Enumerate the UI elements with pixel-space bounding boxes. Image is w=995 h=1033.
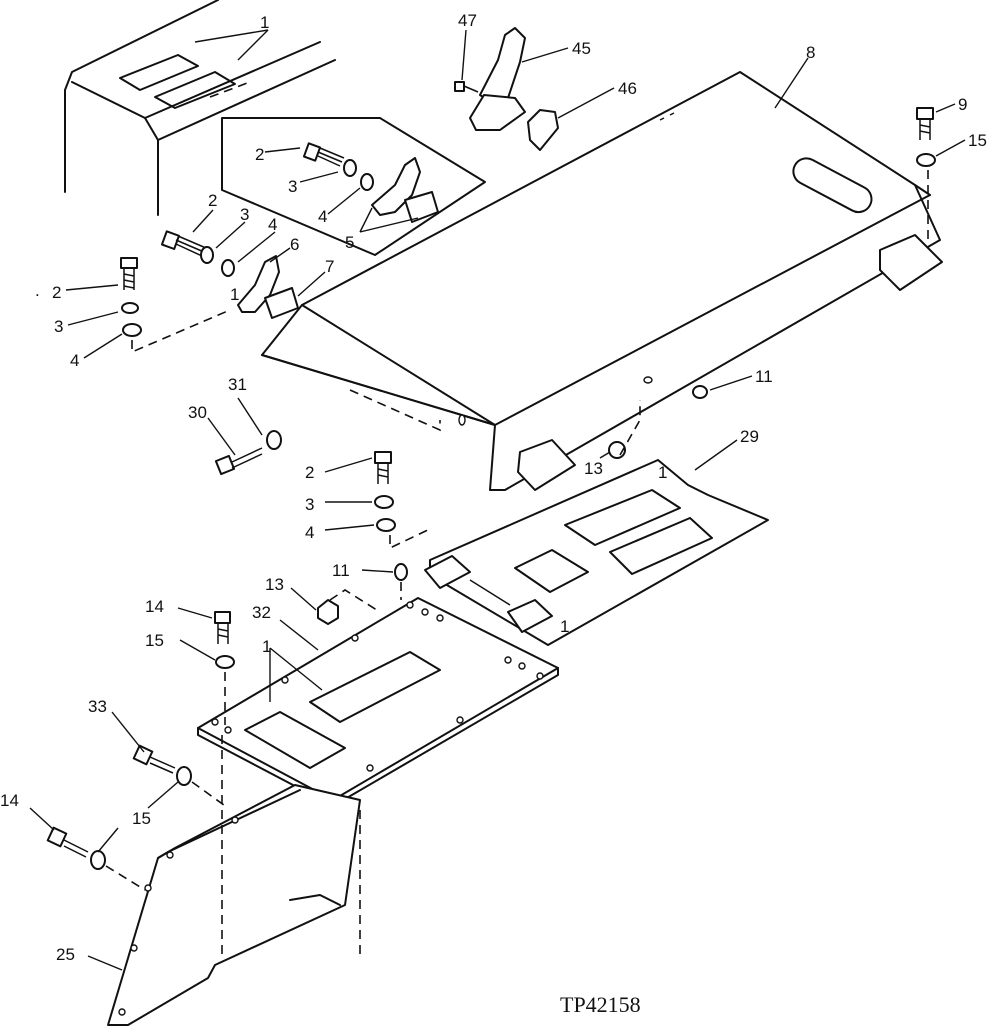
bolt-14-upper bbox=[214, 611, 235, 725]
nut bbox=[317, 599, 339, 625]
callout-1-hood: 1 bbox=[260, 13, 269, 32]
lock-washer bbox=[374, 495, 394, 509]
latch-detail-inset bbox=[221, 117, 486, 256]
callout-1-latch: 1 bbox=[230, 285, 239, 304]
callout-11-center: 11 bbox=[332, 561, 350, 580]
bolt bbox=[302, 142, 345, 167]
callout-3-center: 3 bbox=[305, 495, 314, 514]
flat-washer bbox=[916, 153, 936, 167]
latch-catch bbox=[527, 109, 559, 151]
hood-latch bbox=[454, 27, 559, 151]
floor-plate-32 bbox=[197, 597, 559, 807]
flat-washer bbox=[221, 259, 235, 277]
decal-panel bbox=[564, 489, 681, 546]
bolt-14-lower bbox=[46, 826, 146, 891]
lock-washer bbox=[200, 246, 214, 264]
callout-7: 7 bbox=[325, 257, 334, 276]
callout-33: 33 bbox=[88, 697, 107, 716]
hood-corner bbox=[64, 0, 336, 216]
leader-lines bbox=[29, 29, 966, 971]
callout-6: 6 bbox=[290, 235, 299, 254]
screw bbox=[454, 81, 479, 93]
hood-cover bbox=[261, 71, 943, 491]
latch-base bbox=[469, 94, 526, 131]
callout-29: 29 bbox=[740, 427, 759, 446]
callout-3-latch: 3 bbox=[240, 205, 249, 224]
callout-13-center: 13 bbox=[265, 575, 284, 594]
decal-panel bbox=[309, 651, 441, 723]
callout-4-latch: 4 bbox=[268, 215, 277, 234]
callout-45: 45 bbox=[572, 39, 591, 58]
bolt-30 bbox=[214, 430, 282, 476]
flat-washer bbox=[176, 766, 192, 786]
callout-2-center: 2 bbox=[305, 463, 314, 482]
flat-washer bbox=[215, 655, 235, 669]
flat-washer bbox=[122, 323, 142, 337]
callout-1-panel-29: 1 bbox=[658, 463, 667, 482]
callout-4-left: 4 bbox=[70, 351, 79, 370]
latch-keeper bbox=[264, 287, 299, 319]
decal-panel bbox=[119, 54, 199, 91]
decal-panel bbox=[609, 517, 713, 575]
callout-3-inset: 3 bbox=[288, 177, 297, 196]
callout-46: 46 bbox=[618, 79, 637, 98]
callout-2-latch: 2 bbox=[208, 191, 217, 210]
callout-15-right: 15 bbox=[968, 131, 987, 150]
callout-4-center: 4 bbox=[305, 523, 314, 542]
callout-14-upper: 14 bbox=[145, 597, 164, 616]
bolt-9 bbox=[916, 107, 936, 245]
hinge bbox=[424, 555, 471, 589]
bolt-stack-left bbox=[120, 257, 231, 354]
decal-panel bbox=[154, 71, 236, 109]
figure-id: TP42158 bbox=[560, 992, 641, 1017]
flat-washer bbox=[360, 173, 374, 191]
callout-9: 9 bbox=[958, 95, 967, 114]
callout-13-hinge: 13 bbox=[584, 459, 603, 478]
callout-5: 5 bbox=[345, 233, 354, 252]
latch-hook bbox=[237, 255, 280, 313]
flat-washer bbox=[90, 850, 106, 870]
bolt bbox=[160, 230, 207, 257]
callout-31: 31 bbox=[228, 375, 247, 394]
callout-30: 30 bbox=[188, 403, 207, 422]
bolt-33 bbox=[132, 744, 229, 809]
washer bbox=[266, 430, 282, 450]
callout-25: 25 bbox=[56, 945, 75, 964]
callout-4-inset: 4 bbox=[318, 207, 327, 226]
lock-washer bbox=[343, 159, 357, 177]
callout-2-inset: 2 bbox=[255, 145, 264, 164]
callout-8: 8 bbox=[806, 43, 815, 62]
latch-hook bbox=[371, 157, 421, 216]
decal-panel bbox=[244, 711, 346, 769]
callout-1-plate-32: 1 bbox=[262, 637, 271, 656]
callout-3-left: 3 bbox=[54, 317, 63, 336]
callout-47: 47 bbox=[458, 11, 477, 30]
hinge bbox=[879, 234, 943, 291]
bolt-stack-center bbox=[374, 451, 433, 550]
callout-15-lower: 15 bbox=[132, 809, 151, 828]
decal-panel bbox=[514, 549, 589, 593]
callout-dot: . bbox=[35, 281, 40, 300]
callout-1-panel-29-low: 1 bbox=[560, 617, 569, 636]
latch-assembly bbox=[160, 230, 299, 319]
mounting-holes bbox=[211, 601, 544, 772]
side-plate-25 bbox=[107, 735, 361, 1026]
hinge bbox=[517, 439, 576, 491]
nut bbox=[394, 563, 408, 581]
callout-32: 32 bbox=[252, 603, 271, 622]
flat-washer bbox=[376, 518, 396, 532]
callout-11-hood: 11 bbox=[755, 367, 773, 386]
callout-2-left: 2 bbox=[52, 283, 61, 302]
access-panel-29 bbox=[424, 459, 769, 646]
hood-handle-slot bbox=[792, 157, 873, 214]
latch-keeper bbox=[404, 191, 439, 223]
nut bbox=[692, 385, 708, 399]
callout-14-lower: 14 bbox=[0, 791, 19, 810]
lock-washer bbox=[121, 302, 139, 314]
callout-15-upper: 15 bbox=[145, 631, 164, 650]
callout-labels: 1 2 3 4 5 2 3 4 6 7 1 . 2 3 4 47 45 46 8… bbox=[0, 11, 987, 964]
hinge bbox=[507, 599, 553, 633]
